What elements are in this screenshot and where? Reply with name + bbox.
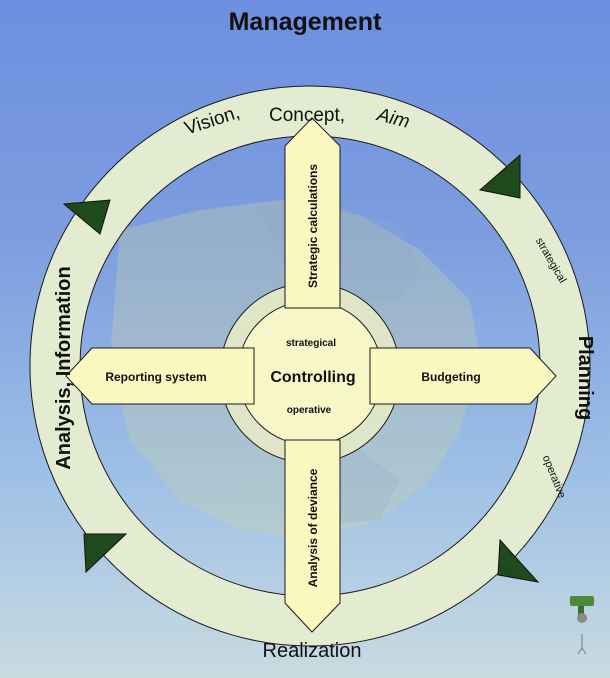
ring-left-label: Analysis, Information bbox=[53, 266, 75, 469]
tree-logo-icon bbox=[570, 596, 594, 655]
triangle-bottom-right-icon bbox=[497, 538, 540, 583]
center-upper-label: strategical bbox=[286, 338, 336, 349]
page-title: Management bbox=[228, 8, 382, 36]
ring-top-label-2: Concept, bbox=[269, 105, 345, 126]
arrow-bottom bbox=[284, 439, 341, 633]
triangle-top-right-icon bbox=[478, 153, 521, 199]
arrow-top-label: Strategic calculations bbox=[306, 164, 320, 288]
triangle-top-left-icon bbox=[62, 199, 111, 235]
center-lower-label: operative bbox=[287, 405, 332, 416]
arrow-left-label: Reporting system bbox=[105, 370, 206, 384]
ring-bottom-label: Realization bbox=[263, 640, 362, 662]
ring-right-label: Planning bbox=[574, 336, 596, 420]
arrow-right-label: Budgeting bbox=[421, 370, 480, 384]
center-label: Controlling bbox=[270, 369, 355, 386]
arrow-bottom-label: Analysis of deviance bbox=[306, 468, 320, 587]
arrow-right bbox=[369, 347, 557, 405]
arrow-top bbox=[284, 117, 341, 309]
triangle-bottom-left-icon bbox=[83, 533, 128, 574]
arrow-left bbox=[65, 347, 255, 405]
